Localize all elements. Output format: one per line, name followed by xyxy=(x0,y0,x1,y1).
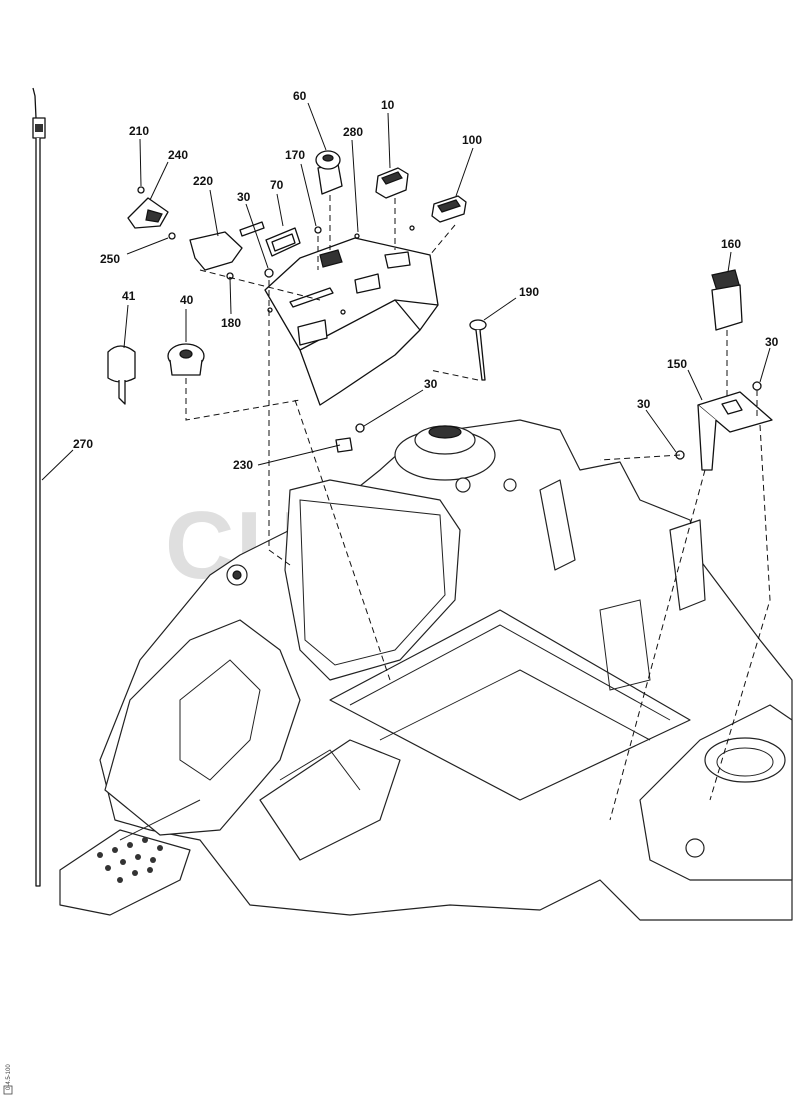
callout-230: 230 xyxy=(233,458,253,472)
lever-assembly-220 xyxy=(189,221,265,271)
corner-box-icon xyxy=(3,1085,13,1095)
key-41 xyxy=(107,345,136,405)
dashboard-panel-280 xyxy=(264,225,439,406)
rod-270 xyxy=(32,87,46,887)
gasket-70 xyxy=(265,227,301,257)
callout-190: 190 xyxy=(519,285,539,299)
callout-150: 150 xyxy=(667,357,687,371)
switch-10 xyxy=(375,167,409,199)
callout-60: 60 xyxy=(293,89,307,103)
ignition-40 xyxy=(167,343,205,376)
callout-170: 170 xyxy=(285,148,305,162)
callout-40: 40 xyxy=(180,293,194,307)
tractor-body xyxy=(59,419,793,921)
callout-30-bracket-side: 30 xyxy=(637,397,651,411)
callout-250: 250 xyxy=(100,252,120,266)
callout-30-bracket-top: 30 xyxy=(765,335,779,349)
callout-30-panel: 30 xyxy=(237,190,251,204)
callout-270: 270 xyxy=(73,437,93,451)
callout-240: 240 xyxy=(168,148,188,162)
callout-41: 41 xyxy=(122,289,136,303)
side-note: 0-4.5-100 xyxy=(6,1064,12,1090)
assembly-lines xyxy=(185,195,771,821)
footrest-holes xyxy=(97,837,163,883)
lever-240 xyxy=(127,197,169,229)
bracket-150 xyxy=(697,391,773,471)
callout-100: 100 xyxy=(462,133,482,147)
callout-labels: 10 60 280 170 100 210 240 220 70 30 250 … xyxy=(73,89,779,472)
fasteners xyxy=(137,186,762,460)
callout-70: 70 xyxy=(270,178,284,192)
switch-100 xyxy=(431,195,467,223)
callout-280: 280 xyxy=(343,125,363,139)
callout-160: 160 xyxy=(721,237,741,251)
callout-180: 180 xyxy=(221,316,241,330)
callout-10: 10 xyxy=(381,98,395,112)
leader-lines xyxy=(41,102,771,481)
callout-220: 220 xyxy=(193,174,213,188)
callout-210: 210 xyxy=(129,124,149,138)
switch-160 xyxy=(711,269,743,331)
pin-190 xyxy=(469,319,487,381)
knob-60 xyxy=(315,150,343,195)
callout-30-screw: 30 xyxy=(424,377,438,391)
